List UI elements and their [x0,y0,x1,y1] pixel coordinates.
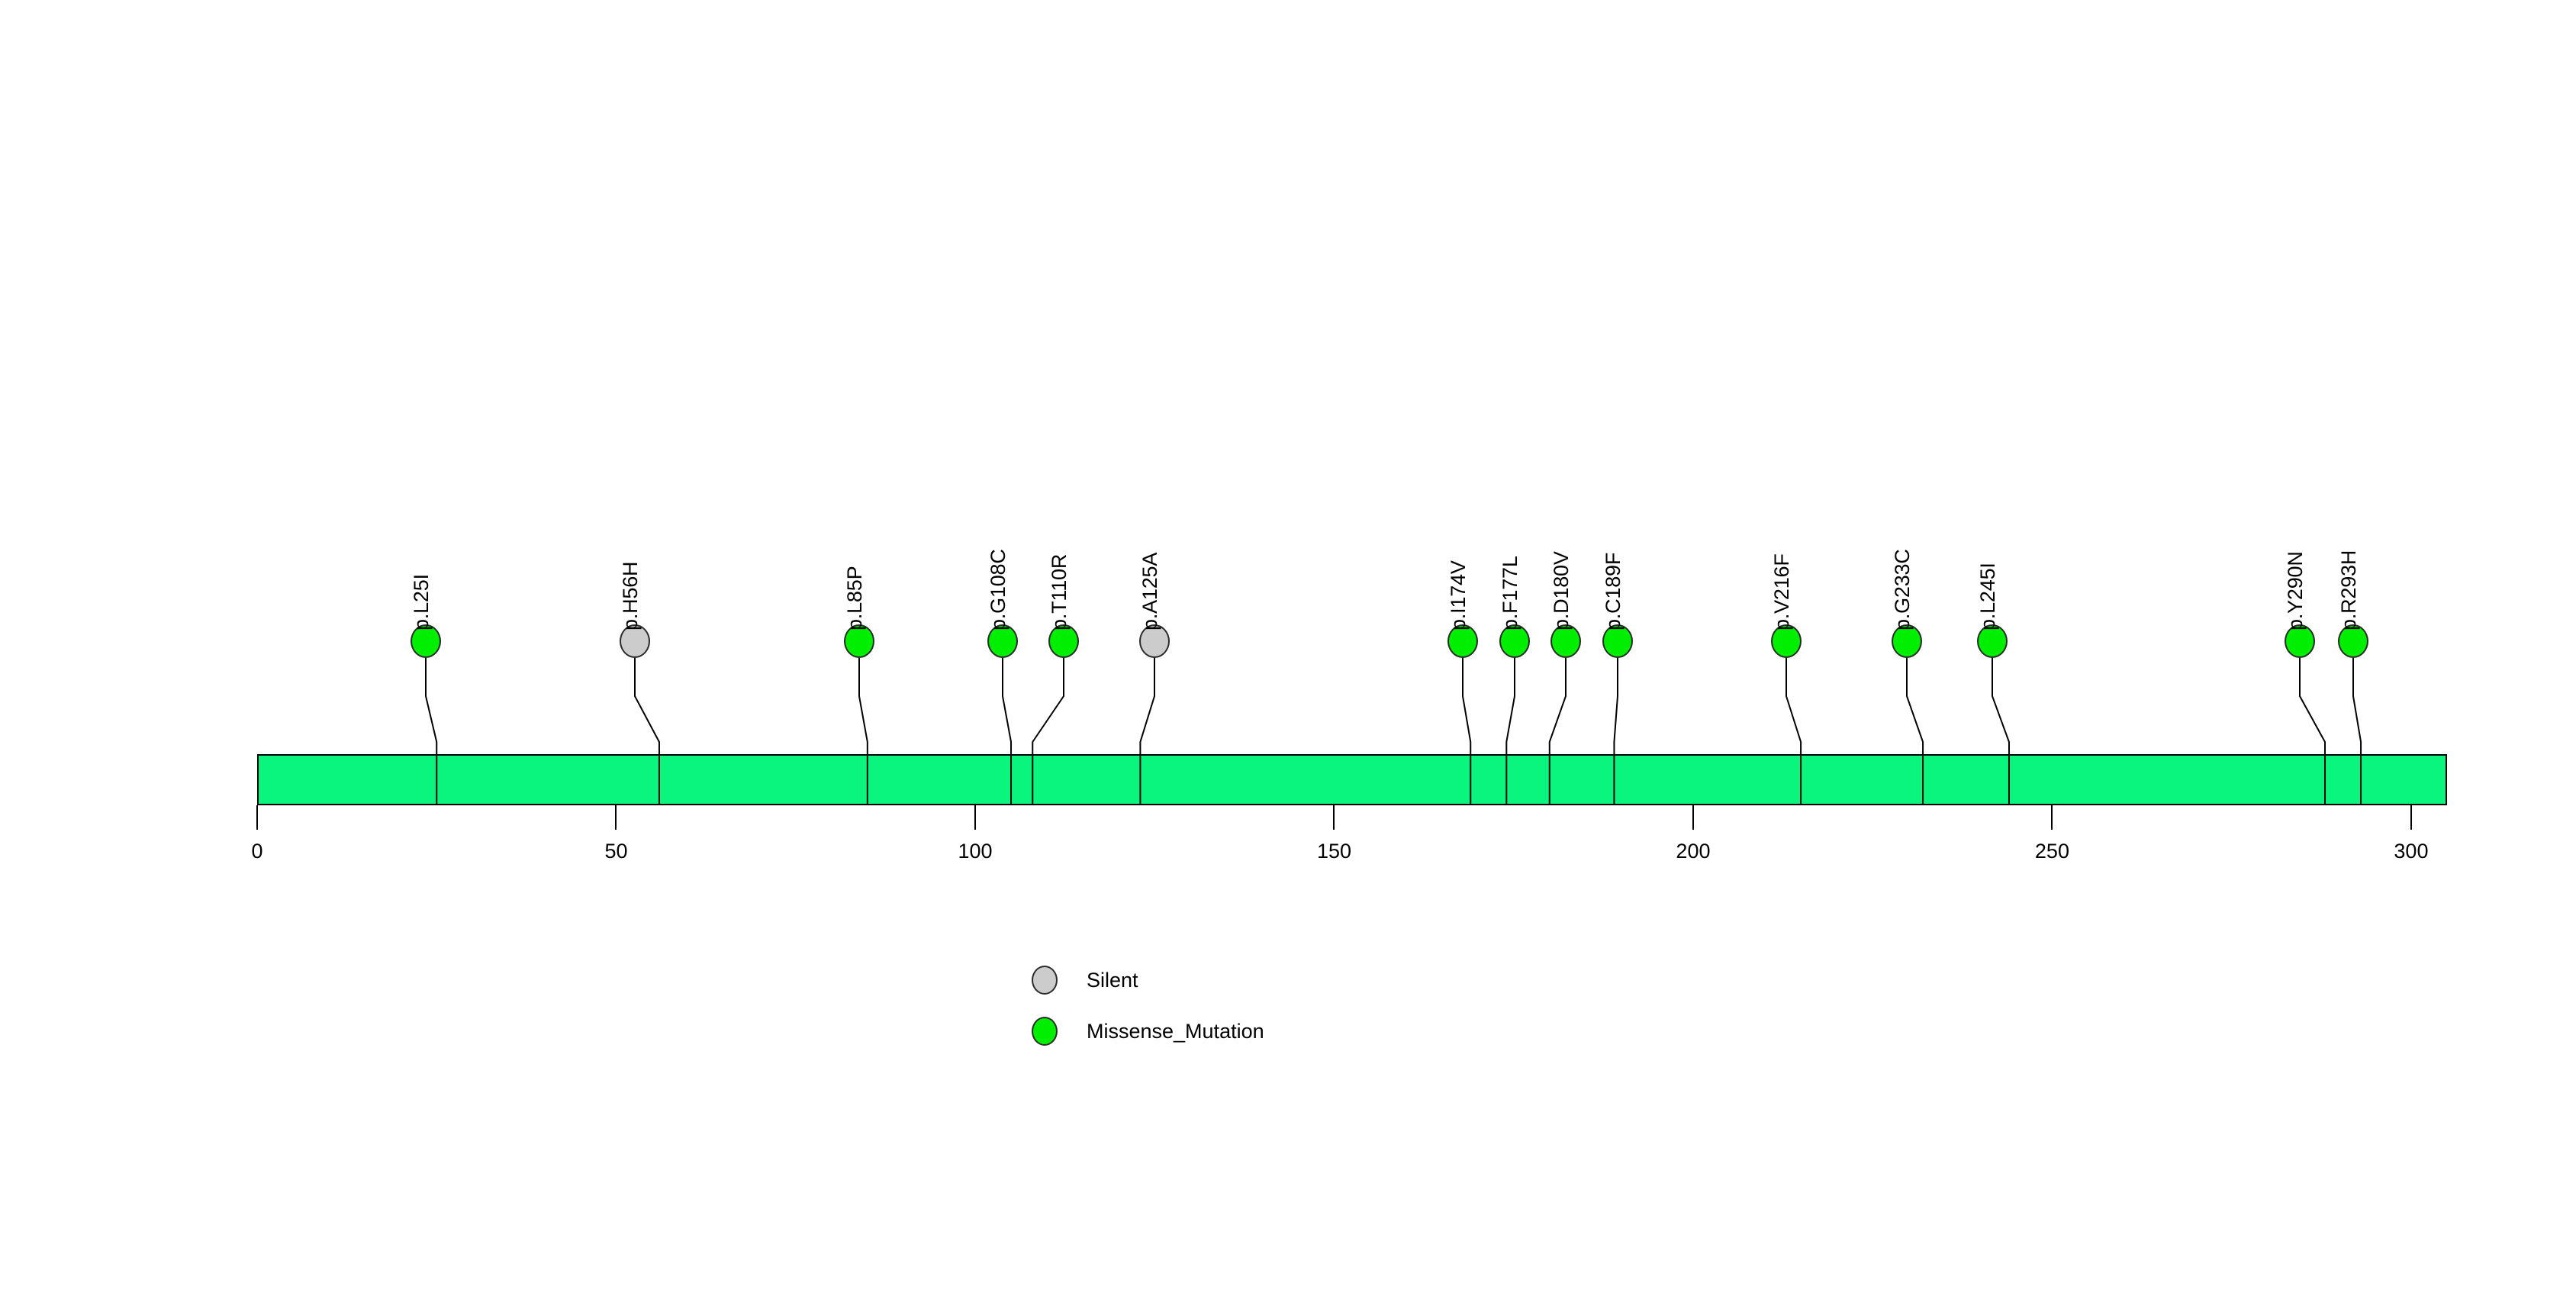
lollipop-stem [634,656,660,754]
axis-tick-label: 300 [2394,840,2429,863]
lollipop-stem [1032,656,1064,754]
lollipop-head[interactable] [620,624,650,658]
lollipop-stem [1139,656,1155,754]
lollipop-head[interactable] [1977,624,2008,658]
lollipop-head[interactable] [1499,624,1530,658]
axis-tick-mark [1333,805,1335,830]
lollipop-stem [1785,656,1802,754]
axis-tick-label: 250 [2034,840,2069,863]
mutation-label: p.H56H [619,561,642,630]
lollipop-head[interactable] [2338,624,2368,658]
axis-tick-mark [2410,805,2412,830]
mutation-label: p.I174V [1447,560,1470,630]
lollipop-head[interactable] [411,624,441,658]
axis-tick-mark [1692,805,1694,830]
lollipop-stem [1906,656,1924,754]
legend-label: Missense_Mutation [1087,1019,1264,1043]
protein-backbone-bar [257,754,2447,805]
mutation-label: p.G108C [987,549,1009,630]
mutation-label: p.L85P [843,566,866,630]
mutation-label: p.L25I [410,574,433,630]
axis-tick-label: 150 [1316,840,1351,863]
mutation-label: p.A125A [1138,552,1161,630]
mutation-label: p.G233C [1891,549,1914,630]
axis-tick-label: 100 [958,840,993,863]
lollipop-head[interactable] [1048,624,1079,658]
lollipop-stem [858,656,868,754]
axis-tick-label: 50 [604,840,628,863]
axis-tick-label: 0 [251,840,263,863]
legend-item[interactable]: Silent [1032,966,1138,995]
mutation-label: p.C189F [1602,552,1624,630]
mutation-label: p.V216F [1770,553,1793,630]
lollipop-stem [425,656,438,754]
mutation-label: p.L245I [1976,563,1999,630]
mutation-label: p.F177L [1499,556,1521,630]
lollipop-stem [2352,656,2362,754]
lollipop-head[interactable] [1139,624,1170,658]
lollipop-head[interactable] [1771,624,1802,658]
lollipop-head[interactable] [987,624,1018,658]
mutation-label: p.T110R [1048,553,1071,630]
mutation-label: p.D180V [1550,551,1573,630]
legend-swatch-circle-icon [1032,966,1058,995]
lollipop-head[interactable] [2285,624,2315,658]
mutation-label: p.Y290N [2284,551,2307,630]
lollipop-head[interactable] [1602,624,1633,658]
legend-label: Silent [1087,968,1138,992]
mutation-label: p.R293H [2337,550,2360,630]
axis-tick-mark [256,805,258,830]
lollipop-head[interactable] [844,624,874,658]
lollipop-head[interactable] [1550,624,1581,658]
lollipop-stem [1992,656,2010,754]
lollipop-head[interactable] [1447,624,1478,658]
lollipop-stem [2299,656,2326,754]
legend-item[interactable]: Missense_Mutation [1032,1017,1264,1046]
legend-swatch-circle-icon [1032,1017,1058,1046]
axis-tick-label: 200 [1676,840,1711,863]
axis-tick-mark [2051,805,2053,830]
lollipop-stem [1548,656,1567,754]
lollipop-stem [1002,656,1013,754]
axis-tick-mark [615,805,617,830]
lollipop-stem [1505,656,1515,754]
lollipop-stem [1462,656,1472,754]
lollipop-head[interactable] [1892,624,1922,658]
lollipop-stem [1613,656,1618,754]
axis-tick-mark [974,805,976,830]
